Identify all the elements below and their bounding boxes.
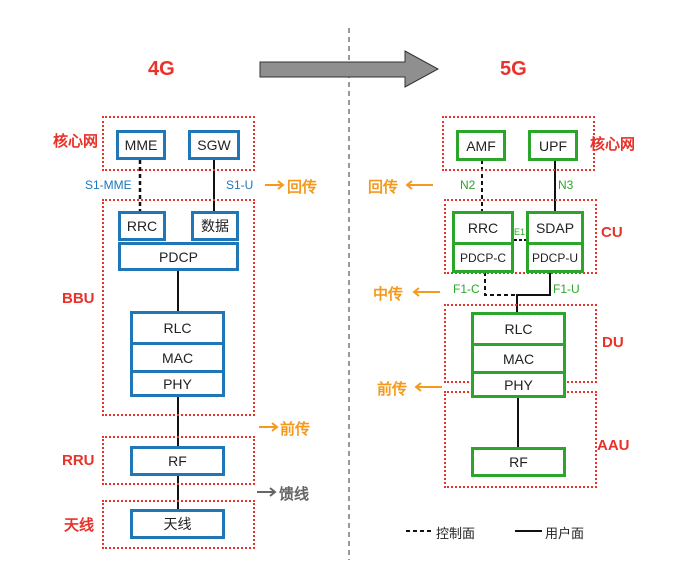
n3-label: N3 [558, 178, 574, 192]
lte-rlc-layer: RLC [163, 320, 192, 336]
pdcp-u-layer: PDCP-U [529, 242, 581, 270]
lte-core-region [102, 116, 255, 171]
f1-u-label: F1-U [553, 282, 580, 296]
nr-rrc-layer: RRC [467, 220, 499, 236]
lte-lower-stack: RLC MAC PHY [130, 311, 225, 397]
nr-phy-layer: PHY [474, 371, 563, 395]
lte-rrc-box: RRC [118, 211, 166, 241]
lte-backhaul-label: 回传 [287, 179, 318, 196]
nr-core-label: 核心网 [590, 136, 636, 153]
bbu-label: BBU [62, 290, 95, 307]
lte-mac-layer: MAC [133, 342, 222, 370]
f1-c-label: F1-C [453, 282, 480, 296]
cu-up-stack: SDAP PDCP-U [526, 211, 584, 273]
cu-cp-stack: RRC PDCP-C [452, 211, 514, 273]
lte-rf-box: RF [130, 446, 225, 476]
nr-rf-box: RF [471, 447, 566, 477]
transition-arrow-icon [259, 50, 440, 88]
nr-rlc-layer: RLC [504, 321, 533, 337]
sdap-layer: SDAP [535, 220, 575, 236]
nr-fronthaul-label: 前传 [377, 381, 408, 398]
lte-core-label: 核心网 [53, 133, 99, 150]
antenna-box: 天线 [130, 509, 225, 539]
rru-label: RRU [62, 452, 95, 469]
legend-control-plane: 控制面 [436, 526, 476, 541]
f1-c-link [484, 272, 517, 296]
e1-label: E1 [514, 227, 526, 237]
lte-data-box: 数据 [191, 211, 239, 241]
rru-region [102, 436, 255, 485]
nr-core-region [442, 116, 595, 171]
lte-fronthaul-label: 前传 [280, 421, 311, 438]
du-label: DU [602, 334, 624, 351]
pdcp-c-layer: PDCP-C [455, 242, 511, 270]
antenna-label: 天线 [64, 517, 95, 534]
upf-box: UPF [528, 130, 578, 161]
bbu-region [102, 199, 255, 416]
amf-box: AMF [456, 130, 506, 161]
nr-mac-layer: MAC [474, 343, 563, 371]
lte-phy-layer: PHY [133, 370, 222, 394]
s1-mme-label: S1-MME [85, 178, 132, 192]
antenna-region [102, 500, 255, 549]
feeder-label: 馈线 [279, 486, 310, 503]
s1-u-label: S1-U [226, 178, 254, 192]
cu-region [444, 199, 597, 274]
legend-user-plane: 用户面 [545, 526, 585, 541]
heading-5g: 5G [500, 58, 527, 80]
nr-backhaul-label: 回传 [368, 179, 399, 196]
du-stack: RLC MAC PHY [471, 312, 566, 398]
n2-label: N2 [460, 178, 476, 192]
midhaul-label: 中传 [373, 286, 404, 303]
cu-label: CU [601, 224, 623, 241]
aau-label: AAU [597, 437, 630, 454]
mme-box: MME [116, 130, 166, 160]
heading-4g: 4G [148, 58, 175, 80]
lte-pdcp-box: PDCP [118, 242, 239, 271]
sgw-box: SGW [188, 130, 240, 160]
